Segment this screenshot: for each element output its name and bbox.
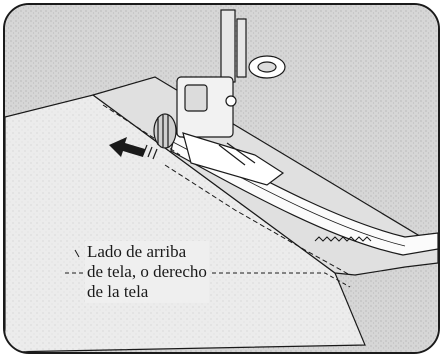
caption-line: de tela, o derecho xyxy=(87,262,207,281)
fabric-side-caption: Lado de arriba de tela, o derecho de la … xyxy=(85,241,209,303)
illustration-frame: Lado de arriba de tela, o derecho de la … xyxy=(3,3,440,354)
sewing-illustration xyxy=(5,5,438,352)
feed-direction-arrow-icon xyxy=(109,137,158,160)
caption-leader-line xyxy=(74,249,80,258)
zigzag-stitch xyxy=(314,236,372,242)
stitch-line-lower xyxy=(164,164,351,276)
presser-foot-icon xyxy=(153,9,286,186)
caption-line: de la tela xyxy=(87,282,149,301)
caption-line: Lado de arriba xyxy=(87,242,187,261)
